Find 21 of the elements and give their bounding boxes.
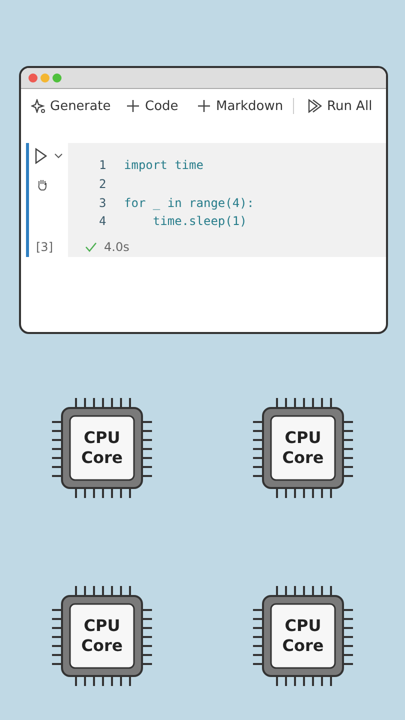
cpu-chip (52, 586, 152, 686)
chip-label: CPU Core (281, 427, 325, 469)
toolbar-button: Markdown (197, 96, 284, 116)
toolbar-button: Run All (308, 96, 372, 116)
cpu-chip (52, 398, 152, 498)
code-line: for _ in range(4): (124, 196, 254, 210)
cpu-chip (253, 586, 353, 686)
line-number: 3 (99, 196, 106, 210)
execution-time: 4.0s (104, 240, 130, 254)
chip-label: CPU Core (281, 615, 325, 657)
line-number: 1 (99, 158, 106, 172)
code-line: import time (124, 158, 204, 172)
execution-count: [3] (36, 240, 53, 254)
toolbar-button: Code (126, 96, 178, 116)
line-number: 4 (99, 214, 106, 228)
cpu-chip (253, 398, 353, 498)
code-line: time.sleep(1) (152, 214, 247, 228)
toolbar-button: Generate (31, 96, 111, 116)
chip-label: CPU Core (80, 615, 124, 657)
line-number: 2 (99, 177, 106, 191)
chip-label: CPU Core (80, 427, 124, 469)
